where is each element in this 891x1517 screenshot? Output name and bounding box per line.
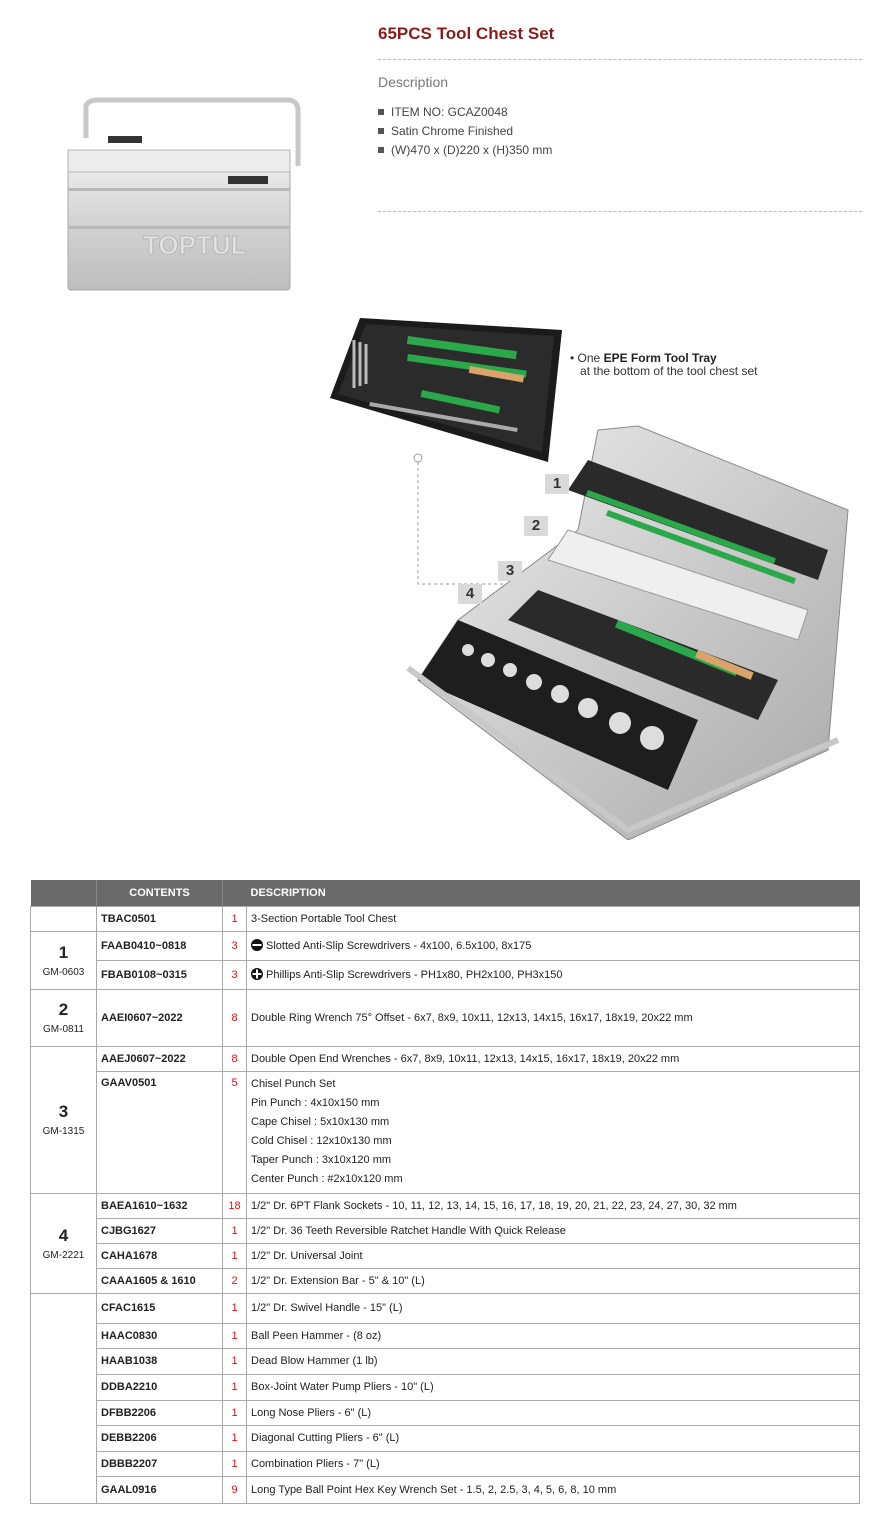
table-row: 1 GM-0603 FAAB0410~0818 3 Slotted Anti-S… <box>30 930 860 990</box>
square-bullet-icon <box>378 127 384 134</box>
section-label-4: 4 <box>458 584 482 604</box>
header-description: DESCRIPTION <box>246 880 860 906</box>
group-cell: 3 GM-1315 <box>30 1045 97 1194</box>
header-contents: CONTENTS <box>96 880 223 906</box>
table-row: GAAL0916 9 Long Type Ball Point Hex Key … <box>31 1475 860 1504</box>
table-row: TBAC0501 1 3-Section Portable Tool Chest <box>30 905 860 932</box>
table-row: DBBB2207 1 Combination Pliers - 7" (L) <box>31 1450 860 1477</box>
square-bullet-icon <box>378 108 384 115</box>
table-row: CAAA1605 & 1610 2 1/2" Dr. Extension Bar… <box>31 1267 860 1294</box>
table-row: DFBB2206 1 Long Nose Pliers - 6" (L) <box>31 1399 860 1426</box>
table-row: DEBB2206 1 Diagonal Cutting Pliers - 6" … <box>31 1424 860 1452</box>
table-row: HAAB1038 1 Dead Blow Hammer (1 lb) <box>31 1347 860 1375</box>
square-bullet-icon <box>378 146 384 153</box>
group-cell: 4 GM-2221 <box>30 1192 97 1294</box>
section-label-1: 1 <box>545 474 569 494</box>
foam-tray-photo <box>330 318 562 462</box>
table-row: HAAC0830 1 Ball Peen Hammer - (8 oz) <box>31 1322 860 1349</box>
table-row: 3 GM-1315 AAEJ0607~2022 8 Double Open En… <box>30 1045 860 1194</box>
table-row: DDBA2210 1 Box-Joint Water Pump Pliers -… <box>31 1373 860 1401</box>
group-cell: 2 GM-0811 <box>30 988 97 1047</box>
table-row: GAAV0501 5 Chisel Punch Set Pin Punch : … <box>31 1070 860 1194</box>
table-row: CAHA1678 1 1/2" Dr. Universal Joint <box>31 1242 860 1269</box>
section-label-2: 2 <box>524 516 548 536</box>
phillips-icon <box>251 968 263 980</box>
spec-item: ITEM NO: GCAZ0048 <box>378 102 552 121</box>
table-row: 4 GM-2221 BAEA1610~1632 18 1/2" Dr. 6PT … <box>30 1192 860 1294</box>
table-row: CJBG1627 1 1/2" Dr. 36 Teeth Reversible … <box>31 1217 860 1244</box>
product-title: 65PCS Tool Chest Set <box>378 24 555 43</box>
table-header: CONTENTS DESCRIPTION <box>30 880 860 906</box>
table-row: 2 GM-0811 AAEI0607~2022 8 Double Ring Wr… <box>30 988 860 1047</box>
table-row: FBAB0108~0315 3 Phillips Anti-Slip Screw… <box>31 959 860 990</box>
divider <box>378 59 862 60</box>
spec-item: Satin Chrome Finished <box>378 121 552 140</box>
spec-item: (W)470 x (D)220 x (H)350 mm <box>378 140 552 159</box>
group-cell: 1 GM-0603 <box>30 930 97 990</box>
open-tool-chest-photo <box>406 425 849 840</box>
tool-chest-photo: TOPTUL <box>67 97 301 291</box>
tray-note: • One EPE Form Tool Tray at the bottom o… <box>570 351 758 378</box>
brand-logo: TOPTUL <box>143 230 247 260</box>
slotted-icon <box>251 939 263 951</box>
section-label-3: 3 <box>498 561 522 581</box>
table-row: CFAC1615 1 1/2" Dr. Swivel Handle - 15" … <box>30 1292 860 1504</box>
description-heading: Description <box>378 74 449 90</box>
spec-list: ITEM NO: GCAZ0048 Satin Chrome Finished … <box>378 102 552 159</box>
contents-table: CONTENTS DESCRIPTION TBAC0501 1 3-Sectio… <box>30 880 860 1504</box>
divider <box>378 211 862 212</box>
